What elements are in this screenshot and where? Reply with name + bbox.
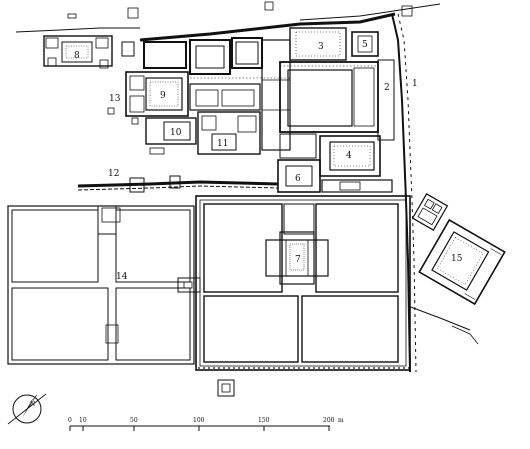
label-14: 14 [116, 272, 128, 282]
building-4 [279, 133, 381, 177]
building-8 [43, 35, 135, 67]
label-6: 6 [295, 174, 301, 184]
building-6 [277, 159, 393, 193]
building-3 [289, 27, 379, 61]
north-letter: N [30, 401, 35, 408]
scale-tick-100: 100 [193, 417, 205, 424]
gardens-14 [7, 205, 201, 365]
central-block [143, 37, 291, 151]
room-labels: 1 2 3 4 5 6 7 8 9 10 11 12 13 14 15 [74, 40, 463, 282]
building-9 [125, 71, 189, 117]
building-10-11 [145, 111, 261, 155]
east-wall-1 [391, 13, 417, 373]
label-4: 4 [346, 151, 352, 161]
scale-tick-200: 200 [323, 417, 335, 424]
building-15-annex [411, 193, 449, 231]
building-15 [418, 218, 506, 306]
label-8: 8 [74, 51, 80, 61]
label-5: 5 [362, 40, 368, 50]
scale-tick-50: 50 [130, 417, 138, 424]
label-9: 9 [160, 91, 166, 101]
label-11: 11 [217, 139, 228, 149]
label-7: 7 [295, 255, 301, 265]
scale-tick-0: 0 [68, 417, 72, 424]
scale-unit: m [338, 417, 344, 424]
scale-tick-150: 150 [258, 417, 270, 424]
great-court [279, 59, 395, 141]
scale-tick-10: 10 [79, 417, 87, 424]
label-10: 10 [170, 128, 182, 138]
label-15: 15 [451, 254, 463, 264]
label-3: 3 [318, 42, 324, 52]
label-12: 12 [108, 169, 119, 179]
scale-bar: 0 10 50 100 150 200 m [68, 417, 344, 431]
ruins [47, 57, 235, 397]
wall-12 [77, 175, 279, 193]
label-13: 13 [109, 94, 121, 104]
label-2: 2 [384, 83, 390, 93]
north-wall [15, 1, 441, 42]
complex-7 [195, 195, 411, 371]
north-arrow: N [7, 393, 47, 425]
label-1: 1 [412, 79, 418, 89]
